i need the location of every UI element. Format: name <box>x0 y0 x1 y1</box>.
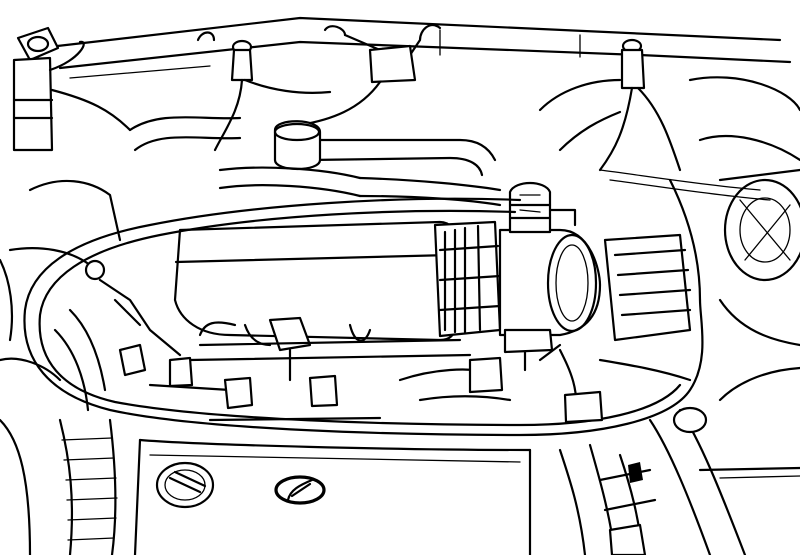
valve-cover <box>133 438 532 555</box>
right-side-components <box>558 76 800 479</box>
connector-630 <box>598 38 682 172</box>
top-bulkhead-rail <box>38 16 792 79</box>
throttle-cable <box>23 178 704 437</box>
fuel-filter <box>173 181 602 372</box>
lower-left-hoses <box>0 418 118 555</box>
oil-filler-cap <box>155 461 215 509</box>
brand-emblem <box>274 475 326 505</box>
upper-hoses <box>128 78 622 207</box>
wiring-harness <box>558 406 747 555</box>
middle-wiring <box>398 169 771 402</box>
fuel-filter-bracket <box>188 316 472 382</box>
top-left-sensor <box>12 26 132 152</box>
left-side-components <box>0 179 382 422</box>
connector-335 <box>298 24 442 127</box>
